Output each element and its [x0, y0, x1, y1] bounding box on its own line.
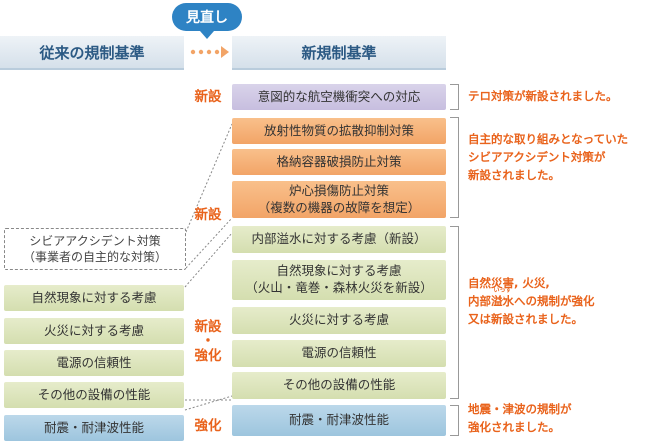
box-new-seismic: 耐震・耐津波性能 — [232, 405, 446, 436]
box-old-fire: 火災に対する考慮 — [4, 318, 184, 344]
core-line1: 炉心損傷防止対策 — [288, 182, 389, 198]
note-natural: 自然災害, 火災, 内部いっすい溢水への規制が強化 又は新設されました。 — [468, 275, 648, 328]
severe-line2: （事業者の自主的な対策） — [22, 250, 167, 264]
connector-line — [184, 232, 233, 288]
tag-new-strengthened-dot: ・ — [201, 333, 215, 350]
bracket-natural — [450, 226, 459, 399]
new-standards-header: 新規制基準 — [232, 36, 446, 70]
arrow-dots — [190, 46, 229, 58]
box-new-terror: 意図的な航空機衝突への対応 — [232, 84, 446, 110]
tag-new-terror: 新設 — [194, 89, 222, 105]
note-natural-line2: 内部いっすい溢水への規制が強化 — [468, 286, 648, 311]
box-new-fire: 火災に対する考慮 — [232, 307, 446, 334]
box-old-power: 電源の信頼性 — [4, 350, 184, 376]
core-line2: （複数の機器の故障を想定） — [257, 199, 421, 215]
connector-line — [185, 123, 233, 233]
box-new-radiation: 放射性物質の拡散抑制対策 — [232, 118, 446, 144]
box-new-core: 炉心損傷防止対策 （複数の機器の故障を想定） — [232, 181, 446, 218]
natural-line2: （火山・竜巻・森林火災を新設） — [245, 280, 433, 295]
connector-line — [185, 217, 233, 269]
review-callout: 見直し — [172, 3, 242, 31]
callout-tail — [200, 31, 214, 39]
connector-line — [184, 395, 233, 411]
tag-new-strengthened: 新設 ・ 強化 — [186, 318, 230, 365]
box-new-flooding: 内部溢水に対する考慮（新設） — [232, 226, 446, 253]
ruby-reading: いっすい — [493, 286, 512, 304]
tag-new-strengthened-line2: 強化 — [194, 348, 222, 365]
note-severe: 自主的な取り組みとなっていた シビアアクシデント対策が 新設されました。 — [468, 131, 648, 184]
box-old-seismic: 耐震・耐津波性能 — [4, 415, 184, 441]
old-standards-header: 従来の規制基準 — [0, 36, 184, 70]
note-seismic-line2: 強化されました。 — [468, 419, 560, 434]
box-new-equipment: その他の設備の性能 — [232, 372, 446, 399]
natural-line1: 自然現象に対する考慮 — [276, 263, 402, 279]
bracket-terror — [450, 84, 459, 110]
note-severe-line3: 新設されました。 — [468, 167, 560, 182]
flooding-ruby-word: いっすい溢水 — [491, 286, 514, 308]
box-old-equipment: その他の設備の性能 — [4, 382, 184, 408]
box-new-power: 電源の信頼性 — [232, 340, 446, 367]
tag-strengthened: 強化 — [194, 418, 222, 434]
note-seismic-line1: 地震・津波の規制が — [468, 402, 572, 416]
box-old-natural: 自然現象に対する考慮 — [4, 285, 184, 311]
note-terror: テロ対策が新設されました。 — [468, 89, 618, 103]
box-new-containment: 格納容器破損防止対策 — [232, 149, 446, 175]
note-natural-line3: 又は新設されました。 — [468, 311, 583, 326]
note-severe-line2: シビアアクシデント対策が — [468, 149, 606, 164]
bracket-severe — [450, 117, 459, 218]
note-severe-line1: 自主的な取り組みとなっていた — [468, 132, 629, 146]
note-seismic: 地震・津波の規制が 強化されました。 — [468, 401, 648, 437]
severe-line1: シビアアクシデント対策 — [29, 233, 161, 248]
bracket-seismic — [450, 405, 459, 436]
tag-new-strengthened-line1: 新設 — [194, 319, 222, 335]
box-old-severe: シビアアクシデント対策 （事業者の自主的な対策） — [4, 228, 186, 270]
tag-new-severe: 新設 — [194, 207, 222, 223]
note-natural-line1: 自然災害, 火災, — [468, 276, 550, 290]
box-new-natural: 自然現象に対する考慮 （火山・竜巻・森林火災を新設） — [232, 260, 446, 300]
